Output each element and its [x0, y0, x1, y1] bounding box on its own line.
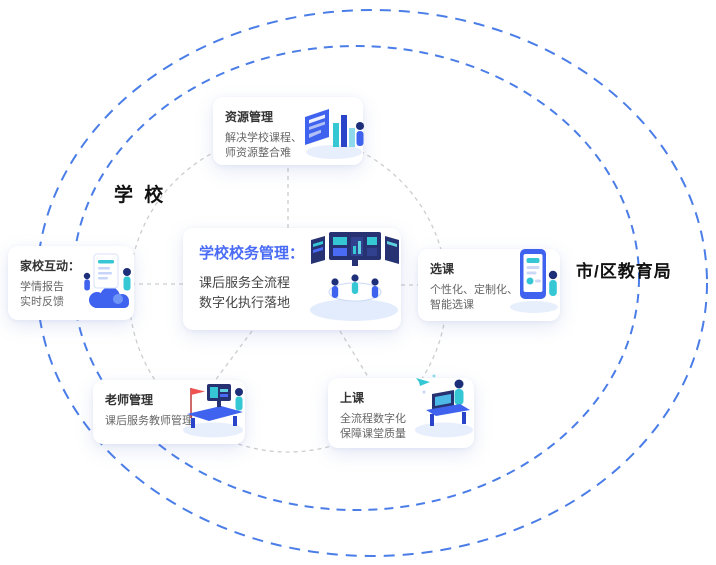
card-title: 选课	[430, 262, 455, 276]
card-title: 上课	[340, 391, 365, 405]
admin-control-room-illustration	[310, 232, 399, 321]
connector-center-bottom-right	[339, 330, 371, 381]
card-course-selection: 选课 个性化、定制化、 智能选课	[418, 249, 560, 321]
card-line: 学情报告	[20, 281, 64, 293]
card-title: 学校校务管理：	[199, 245, 305, 262]
card-line: 全流程数字化	[340, 413, 406, 425]
inner-boundary-ellipse	[72, 45, 640, 511]
card-class-attendance: 上课 全流程数字化 保障课堂质量	[328, 374, 474, 448]
connector-center-bottom-left	[213, 330, 253, 383]
teacher-management-illustration	[183, 384, 243, 438]
card-text: 学校校务管理： 课后服务全流程 数字化执行落地	[199, 242, 385, 313]
card-line: 解决学校课程、	[225, 132, 302, 144]
card-line: 智能选课	[430, 299, 474, 312]
card-resource-management: 资源管理 解决学校课程、 师资源整合难	[213, 97, 364, 165]
card-line: 师资源整合难	[225, 147, 291, 160]
card-teacher-management: 老师管理 课后服务教师管理	[93, 380, 245, 444]
card-text: 家校互动： 学情报告 实时反馈	[20, 257, 122, 311]
card-title: 老师管理	[105, 393, 154, 407]
home-school-illustration	[83, 253, 131, 308]
card-line: 保障课堂质量	[340, 428, 406, 441]
card-title: 资源管理	[225, 110, 274, 124]
card-title: 家校互动：	[20, 259, 81, 273]
card-school-admin-management: 学校校务管理： 课后服务全流程 数字化执行落地	[183, 228, 401, 330]
card-text: 资源管理 解决学校课程、 师资源整合难	[225, 108, 351, 162]
card-line: 个性化、定制化、	[430, 284, 518, 296]
card-home-school-interaction: 家校互动： 学情报告 实时反馈	[8, 246, 134, 320]
card-line: 实时反馈	[20, 296, 64, 309]
card-line: 课后服务教师管理	[105, 415, 193, 427]
label-school: 学 校	[114, 185, 167, 206]
resource-management-illustration	[305, 109, 364, 159]
card-text: 老师管理 课后服务教师管理	[105, 391, 233, 429]
card-text: 选课 个性化、定制化、 智能选课	[430, 260, 548, 314]
card-text: 上课 全流程数字化 保障课堂质量	[340, 389, 462, 443]
class-illustration	[415, 374, 473, 438]
course-selection-illustration	[510, 249, 558, 313]
card-line: 课后服务全流程	[199, 275, 291, 290]
card-line: 数字化执行落地	[199, 295, 291, 311]
label-education-bureau: 市/区教育局	[576, 262, 672, 281]
